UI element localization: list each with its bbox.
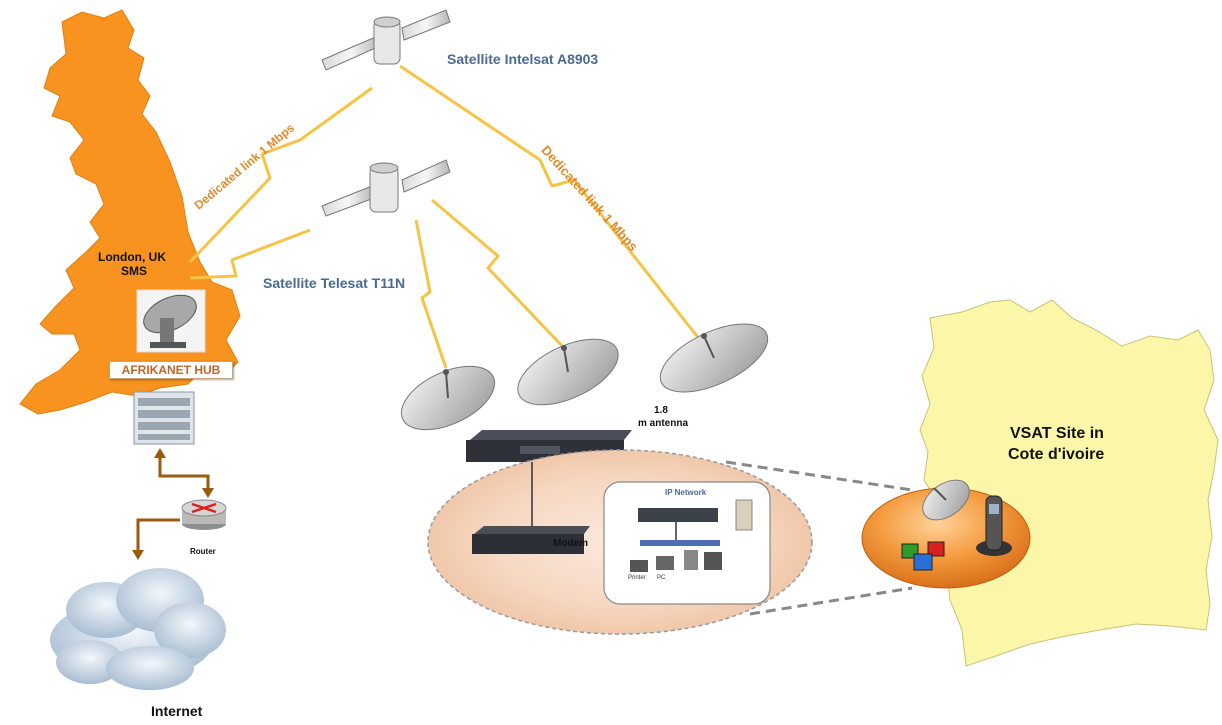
pc-label: PC (657, 575, 666, 581)
internet-cloud-icon (50, 568, 226, 690)
remote-antenna-1-icon (400, 365, 496, 431)
satellite-telesat-icon (321, 159, 451, 217)
site-title-line2: Cote d'ivoire (1008, 446, 1105, 463)
site-antenna-icon (922, 479, 970, 521)
remote-antenna-2-icon (517, 338, 619, 406)
satellite-beams (188, 64, 702, 369)
modem-label: Modem (553, 538, 588, 549)
ip-network-devices (630, 499, 753, 572)
server-rack-icon (133, 391, 195, 445)
router-icon (181, 499, 227, 530)
internet-label: Internet (151, 703, 203, 719)
zoom-lines (725, 460, 913, 616)
satellite-telesat-label: Satellite Telesat T11N (263, 275, 406, 291)
arrow-head-down-2 (132, 550, 144, 560)
site-phone-icon (976, 495, 1012, 556)
hub-location-line1: London, UK (98, 250, 166, 264)
arrow-head-up (154, 448, 166, 458)
afrikanet-hub-label: AFRIKANET HUB (109, 361, 233, 379)
uk-map (19, 9, 241, 415)
site-computers-icon (901, 541, 945, 571)
remote-antenna-3-icon (659, 323, 769, 393)
antenna-label: m antenna (638, 418, 689, 429)
ip-network-label: IP Network (665, 488, 707, 497)
hub-antenna-icon (136, 289, 206, 353)
satellite-intelsat-icon (321, 9, 451, 71)
printer-label: Printer (628, 575, 646, 581)
satellite-intelsat-label: Satellite Intelsat A8903 (447, 51, 599, 67)
antenna-size-label: 1.8 (654, 405, 668, 416)
arrow-head-down (202, 488, 214, 498)
connection-arrows (136, 450, 210, 556)
router-label: Router (190, 547, 216, 556)
site-title-line1: VSAT Site in (1010, 425, 1104, 442)
hub-location-line2: SMS (121, 264, 148, 278)
modem-icon (472, 526, 590, 554)
